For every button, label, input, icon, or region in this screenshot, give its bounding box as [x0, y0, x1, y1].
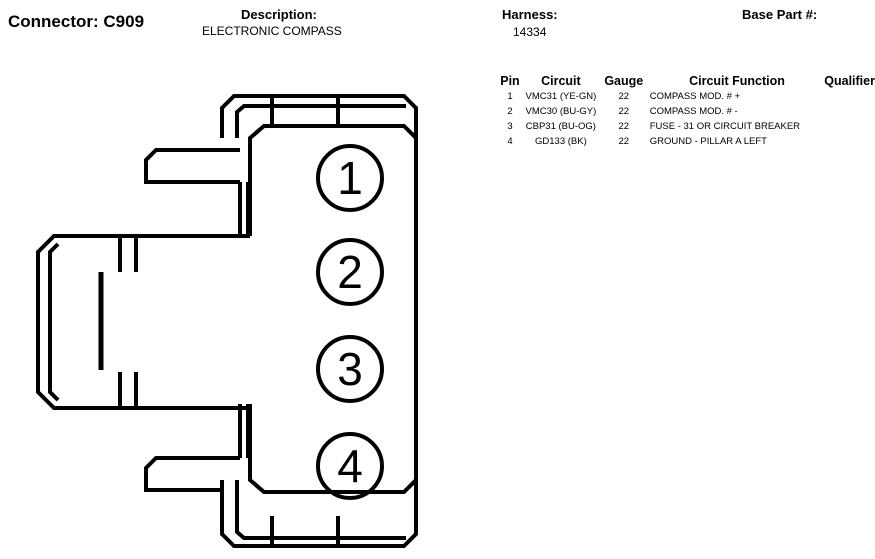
- table-row: 1 VMC31 (YE-GN) 22 COMPASS MOD. # +: [496, 89, 875, 104]
- pin-4-label: 4: [337, 440, 363, 492]
- col-header-qualifier: Qualifier: [824, 73, 875, 88]
- col-header-function: Circuit Function: [689, 73, 785, 88]
- pin-cavities: [316, 144, 384, 500]
- description-value: ELECTRONIC COMPASS: [202, 24, 342, 38]
- pin-4-cavity: [316, 432, 384, 500]
- circuit-cell: GD133 (BK): [535, 136, 587, 147]
- pin-table-header: Pin Circuit Gauge Circuit Function Quali…: [496, 72, 875, 89]
- function-cell: GROUND - PILLAR A LEFT: [649, 136, 767, 147]
- col-header-pin: Pin: [500, 73, 520, 88]
- bottom-shroud: [220, 480, 418, 548]
- pin-3-label: 3: [337, 343, 363, 395]
- table-row: 3 CBP31 (BU-OG) 22 FUSE - 31 OR CIRCUIT …: [496, 119, 875, 134]
- function-cell: COMPASS MOD. # -: [649, 106, 738, 117]
- col-header-gauge: Gauge: [604, 73, 644, 88]
- top-latch-tab: [144, 148, 240, 184]
- pin-1-cavity: [316, 144, 384, 212]
- circuit-cell: VMC30 (BU-GY): [525, 106, 597, 117]
- base-part-label: Base Part #:: [742, 7, 818, 22]
- harness-label: Harness:: [502, 7, 558, 22]
- pin-number: 3: [507, 121, 513, 132]
- circuit-cell: CBP31 (BU-OG): [525, 121, 596, 132]
- table-row: 4 GD133 (BK) 22 GROUND - PILLAR A LEFT: [496, 134, 875, 149]
- pin-number: 4: [507, 136, 513, 147]
- pin-1-label: 1: [337, 152, 363, 204]
- description-label: Description:: [241, 7, 317, 22]
- pin-table: Pin Circuit Gauge Circuit Function Quali…: [496, 72, 875, 149]
- body-inner-outline: [248, 124, 418, 494]
- bottom-latch-tab: [144, 456, 240, 492]
- pin-3-cavity: [316, 335, 384, 403]
- table-row: 2 VMC30 (BU-GY) 22 COMPASS MOD. # -: [496, 104, 875, 119]
- pin-2-cavity: [316, 238, 384, 306]
- top-shroud-inner: [235, 104, 406, 138]
- top-shroud: [220, 94, 418, 160]
- pin-2-label: 2: [337, 246, 363, 298]
- connector-housing-outline: [36, 94, 418, 548]
- left-locking-arm-inner: [48, 242, 60, 402]
- pin-number: 1: [507, 91, 513, 102]
- pin-labels: 1 2 3 4: [337, 152, 363, 492]
- gauge-cell: 22: [618, 121, 630, 132]
- pin-number: 2: [507, 106, 513, 117]
- connector-title: Connector: C909: [8, 12, 145, 31]
- function-cell: FUSE - 31 OR CIRCUIT BREAKER: [649, 121, 801, 132]
- gauge-cell: 22: [618, 91, 630, 102]
- bottom-shroud-inner: [235, 480, 406, 540]
- gauge-cell: 22: [618, 106, 630, 117]
- circuit-cell: VMC31 (YE-GN): [525, 91, 597, 102]
- left-locking-arm-outer: [36, 234, 250, 410]
- harness-value: 14334: [513, 25, 547, 39]
- gauge-cell: 22: [618, 136, 630, 147]
- function-cell: COMPASS MOD. # +: [649, 91, 741, 102]
- col-header-circuit: Circuit: [541, 73, 581, 88]
